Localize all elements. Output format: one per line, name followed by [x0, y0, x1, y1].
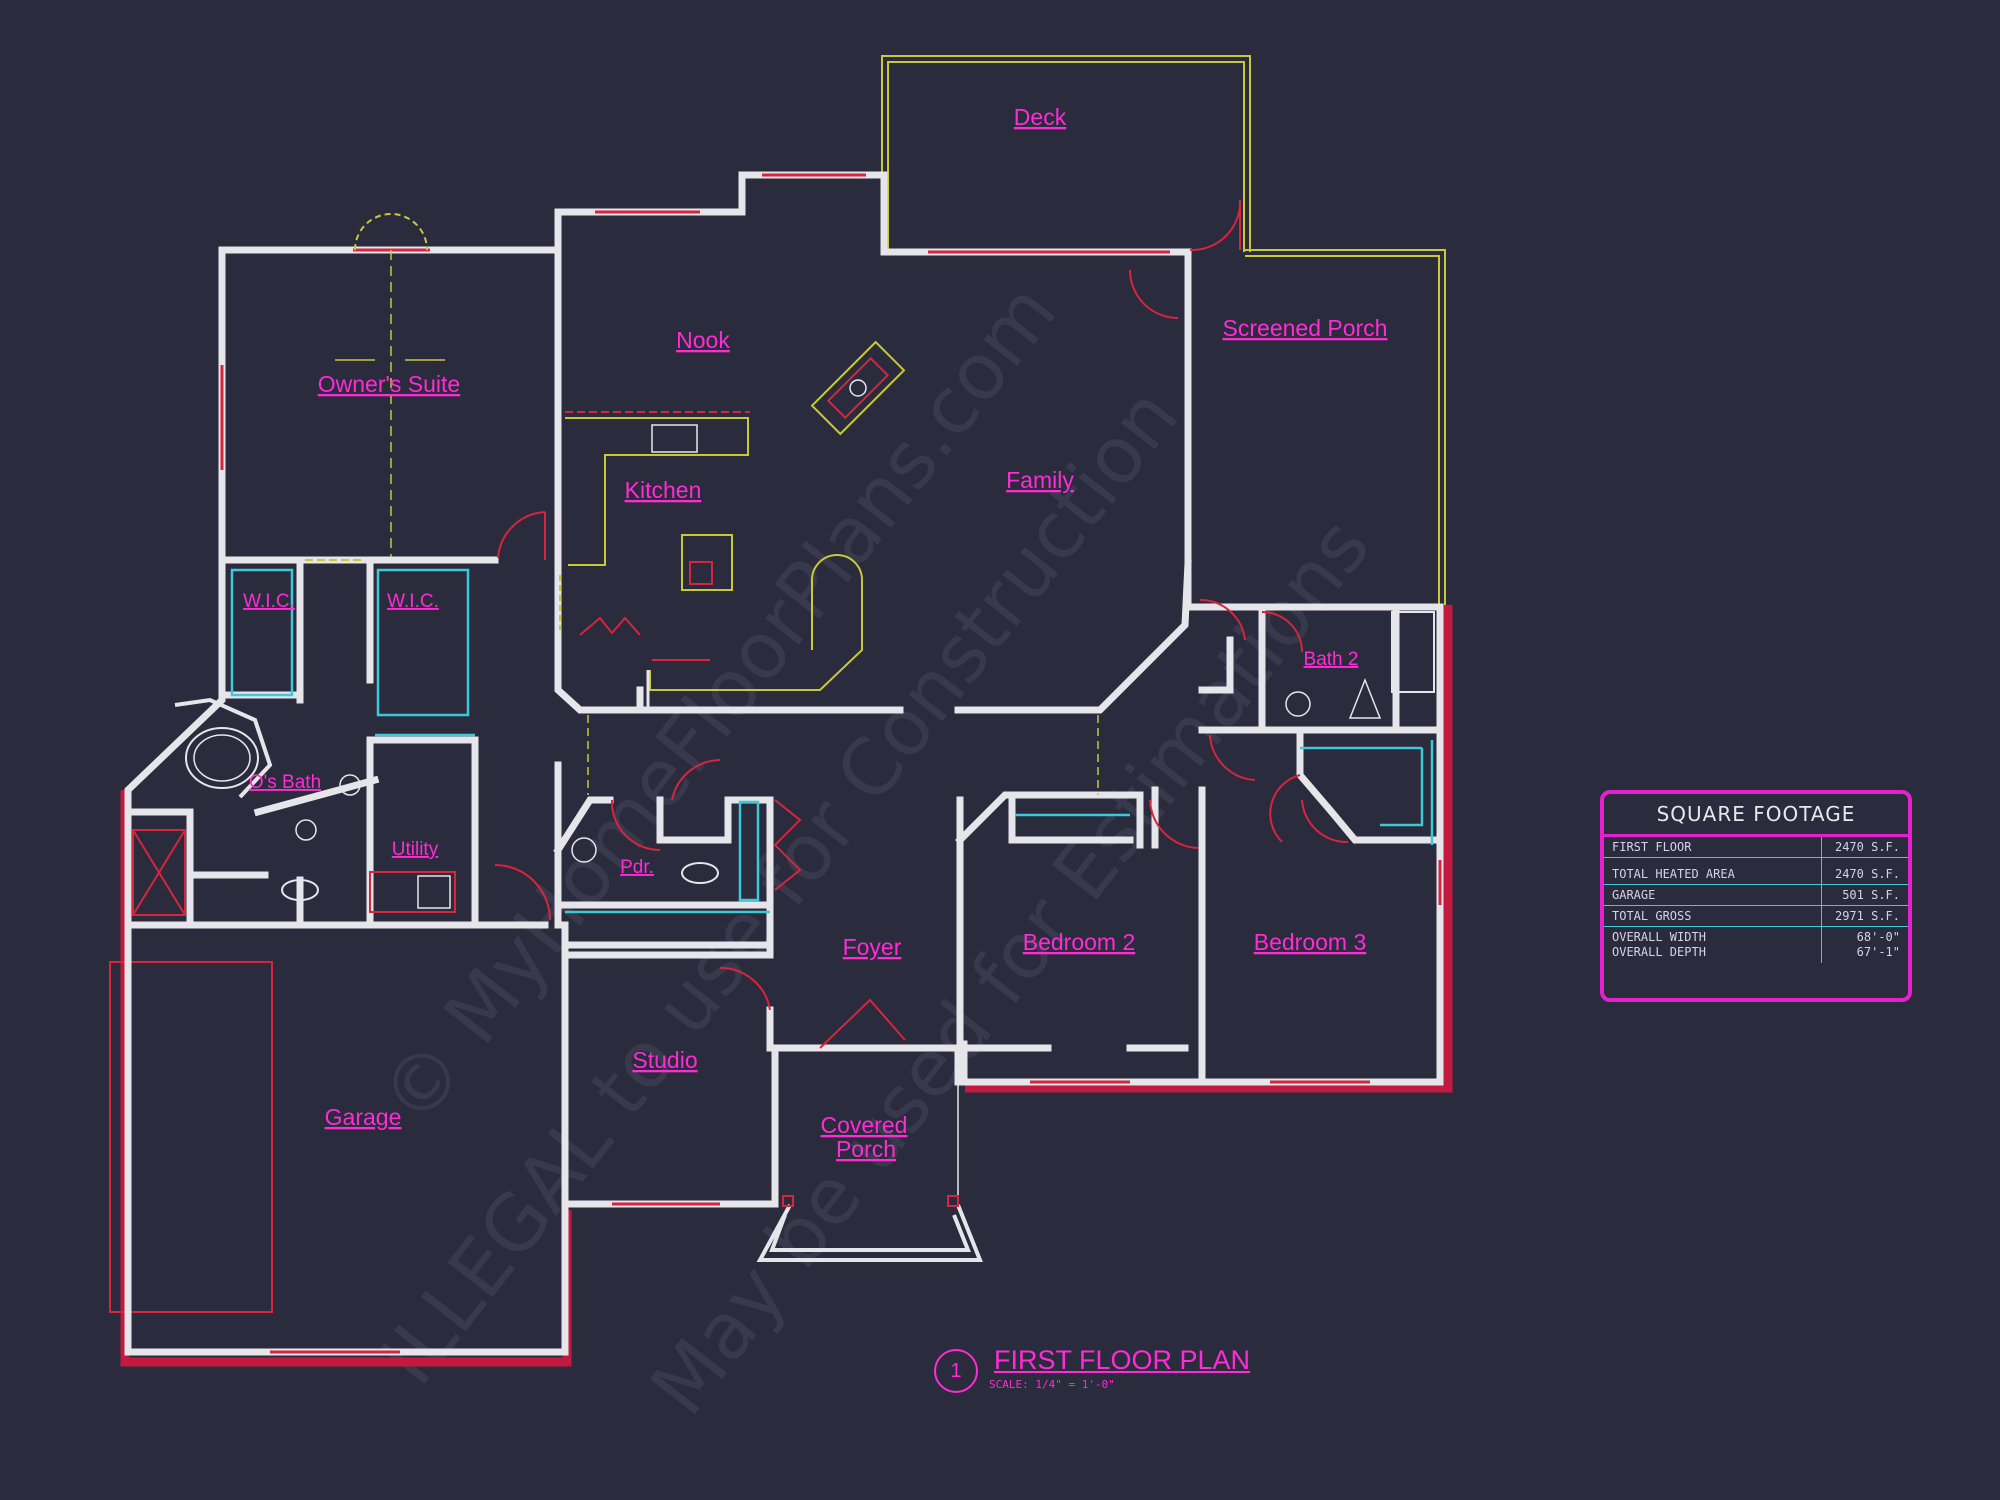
label-covered-porch-2: Porch	[836, 1136, 896, 1162]
room-labels: Deck Screened Porch Nook Owner's Suite K…	[243, 104, 1387, 1162]
windows	[220, 173, 1442, 1354]
label-wic-left: W.I.C.	[243, 591, 295, 612]
label-wic-right: W.I.C.	[387, 591, 439, 612]
label-family: Family	[1006, 467, 1074, 493]
label-utility: Utility	[392, 839, 439, 860]
label-bedroom-3: Bedroom 3	[1254, 929, 1367, 955]
sqft-value: 68'-0" 67'-1"	[1821, 926, 1908, 963]
square-footage-table: SQUARE FOOTAGE FIRST FLOOR 2470 S.F. TOT…	[1600, 790, 1912, 1002]
label-owners-suite: Owner's Suite	[318, 371, 460, 397]
table-row: TOTAL HEATED AREA 2470 S.F.	[1604, 864, 1908, 885]
label-screened-porch: Screened Porch	[1223, 315, 1388, 341]
sqft-label: TOTAL HEATED AREA	[1604, 864, 1822, 885]
sqft-label: OVERALL WIDTH OVERALL DEPTH	[1604, 927, 1822, 964]
sqft-value: 2971 S.F.	[1821, 905, 1908, 927]
label-garage: Garage	[325, 1104, 402, 1130]
table-row: FIRST FLOOR 2470 S.F.	[1604, 837, 1908, 858]
label-bedroom-2: Bedroom 2	[1023, 929, 1136, 955]
label-pdr: Pdr.	[620, 857, 654, 878]
watermark: © MyHomeFloorPlans.com ILLEGAL to use fo…	[364, 268, 1388, 1432]
screened-porch-outline	[1245, 249, 1446, 605]
sqft-value: 2470 S.F.	[1821, 864, 1908, 885]
sqft-value: 501 S.F.	[1821, 884, 1908, 906]
title-block: 1 FIRST FLOOR PLAN SCALE: 1/4" = 1'-0"	[934, 1345, 1264, 1405]
label-kitchen: Kitchen	[625, 477, 702, 503]
table-row: TOTAL GROSS 2971 S.F.	[1604, 905, 1908, 927]
fixtures	[132, 611, 1435, 916]
owners-suite-bay	[335, 213, 445, 560]
tub-inner	[193, 734, 251, 782]
covered-porch	[756, 1048, 983, 1262]
sqft-label: GARAGE	[1604, 884, 1822, 906]
label-nook: Nook	[676, 327, 730, 353]
sqft-label: FIRST FLOOR	[1604, 837, 1822, 858]
sqft-value-width: 68'-0"	[1856, 930, 1900, 944]
square-footage-title: SQUARE FOOTAGE	[1604, 794, 1908, 837]
label-bath-2: Bath 2	[1304, 649, 1359, 670]
kitchen-details	[565, 340, 906, 708]
label-studio: Studio	[632, 1047, 697, 1073]
label-os-bath: O's Bath	[249, 772, 321, 793]
sqft-value: 2470 S.F.	[1821, 837, 1908, 858]
label-deck: Deck	[1014, 104, 1067, 130]
drawing-number: 1	[934, 1349, 978, 1393]
sqft-label-depth: OVERALL DEPTH	[1612, 945, 1706, 959]
table-row: OVERALL WIDTH OVERALL DEPTH 68'-0" 67'-1…	[1604, 926, 1908, 964]
sqft-value-depth: 67'-1"	[1856, 945, 1900, 959]
label-covered-porch-1: Covered	[821, 1112, 908, 1138]
sqft-label: TOTAL GROSS	[1604, 905, 1822, 927]
square-footage-rows: FIRST FLOOR 2470 S.F. TOTAL HEATED AREA …	[1604, 837, 1908, 963]
label-foyer: Foyer	[843, 934, 902, 960]
dashed-lines	[305, 559, 1099, 795]
tub	[185, 727, 259, 789]
deck-outline	[881, 55, 1251, 252]
closet-details	[230, 568, 1434, 914]
table-row: GARAGE 501 S.F.	[1604, 884, 1908, 906]
interior-walls	[124, 556, 1444, 1080]
drawing-scale: SCALE: 1/4" = 1'-0"	[989, 1378, 1115, 1391]
drawing-title: FIRST FLOOR PLAN	[994, 1345, 1251, 1375]
doors	[494, 199, 1349, 1049]
exterior-walls	[124, 171, 1444, 1356]
sqft-label-width: OVERALL WIDTH	[1612, 930, 1706, 944]
